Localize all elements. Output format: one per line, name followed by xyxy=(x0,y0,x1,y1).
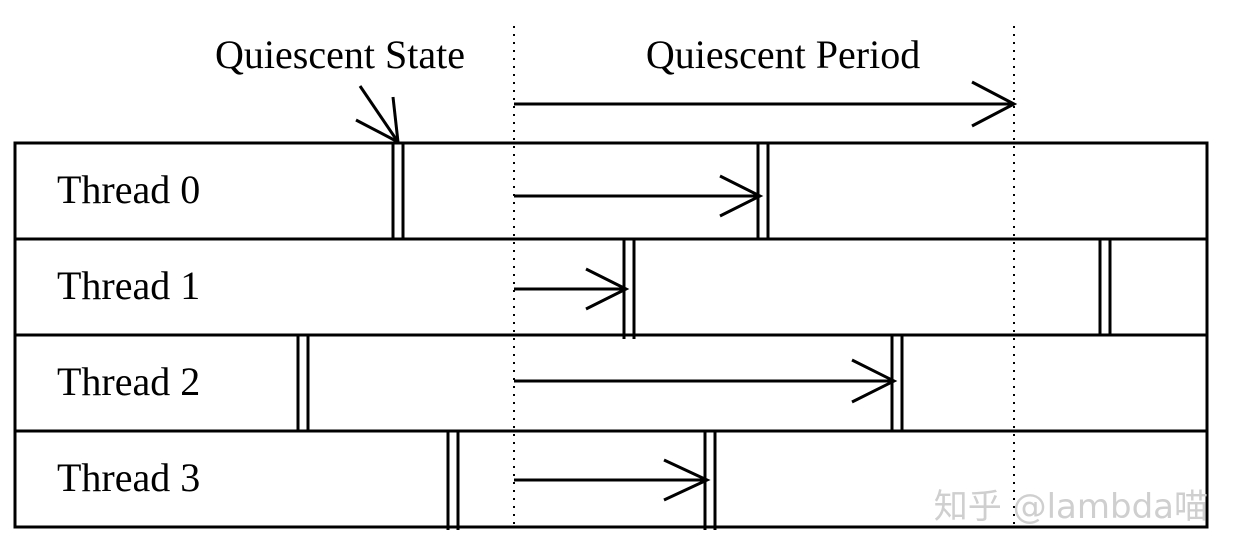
thread-3-arrow xyxy=(514,458,711,502)
thread-1-arrow xyxy=(514,267,630,311)
thread-row-box xyxy=(13,429,1209,529)
quiescent-period-arrow xyxy=(514,80,1018,128)
thread-2-arrow xyxy=(514,358,898,404)
thread-label: Thread 3 xyxy=(57,455,200,500)
thread-row-0: Thread 0 xyxy=(13,141,1209,241)
quiescent-state-pointer xyxy=(355,85,400,144)
qs-marker-thread-3-a xyxy=(446,431,460,530)
quiescent-state-label: Quiescent State xyxy=(215,32,465,77)
thread-row-1: Thread 1 xyxy=(13,237,1209,337)
qs-marker-thread-2-b xyxy=(890,335,904,431)
thread-label: Thread 1 xyxy=(57,263,200,308)
qs-marker-thread-2-a xyxy=(296,335,310,431)
thread-row-2: Thread 2 xyxy=(13,333,1209,433)
thread-0-arrow xyxy=(514,174,764,218)
qs-marker-thread-1-b xyxy=(1098,239,1112,335)
qs-marker-thread-0-b xyxy=(756,143,770,239)
quiescent-period-label: Quiescent Period xyxy=(646,32,920,77)
watermark-text: 知乎 @lambda喵 xyxy=(934,487,1208,527)
thread-row-3: Thread 3 xyxy=(13,429,1209,529)
thread-label: Thread 2 xyxy=(57,359,200,404)
thread-label: Thread 0 xyxy=(57,167,200,212)
qs-marker-thread-0-a xyxy=(391,143,405,239)
